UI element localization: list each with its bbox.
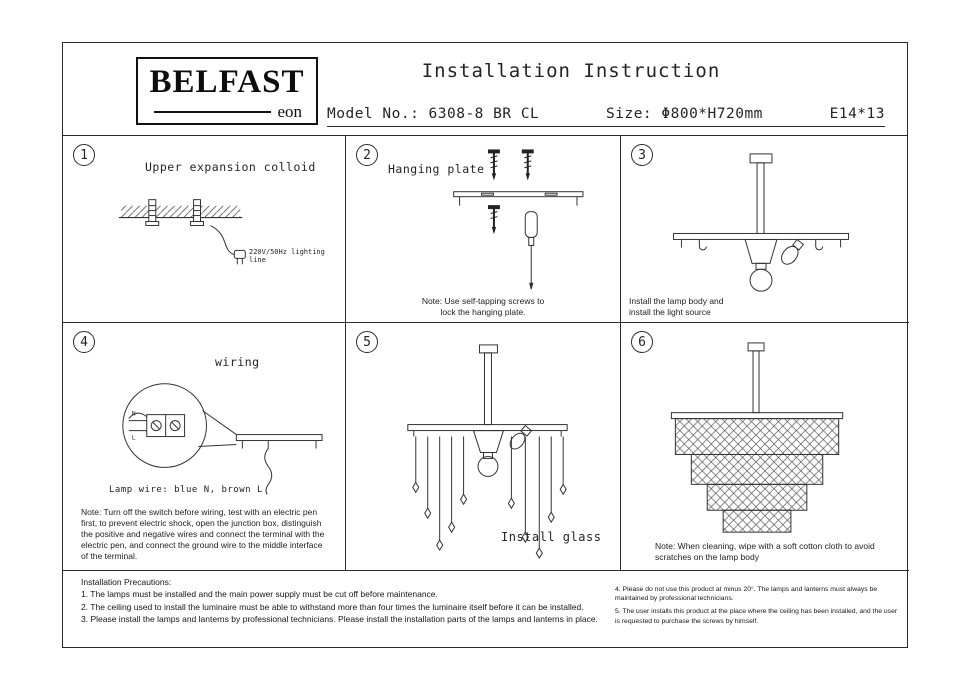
brand-sub: eon — [277, 102, 302, 121]
precautions-left: Installation Precautions: 1. The lamps m… — [81, 576, 615, 625]
step-title: Upper expansion colloid — [145, 160, 316, 174]
brand-name: BELFAST — [149, 64, 305, 100]
step-note: Note: Use self-tapping screws to lock th… — [421, 296, 545, 317]
wire-n-label: N — [132, 410, 136, 418]
install-glass-diagram — [407, 344, 568, 560]
logo-line — [154, 110, 272, 113]
precaution-item: 3. Please install the lamps and lanterns… — [81, 613, 598, 624]
step-panel-6: 6 Note: When cleaning, wipe with a soft … — [621, 323, 909, 571]
step-note: Install the lamp body and install the li… — [629, 296, 724, 317]
precaution-item: 5. The user installs this product at the… — [615, 608, 898, 625]
spec-row: Model No.: 6308-8 BR CL Size: Φ800*H720m… — [327, 106, 885, 127]
page-title: Installation Instruction — [421, 60, 721, 82]
precautions-title: Installation Precautions: — [81, 577, 172, 587]
step-title: Install glass — [501, 530, 602, 544]
model-number: Model No.: 6308-8 BR CL — [327, 106, 540, 122]
precautions-right: 4. Please do not use this product at min… — [615, 585, 900, 630]
step-panel-3: 3 Install the lamp body and install the … — [621, 136, 909, 323]
step-title: wiring — [215, 355, 260, 369]
wire-caption: Lamp wire: blue N, brown L — [109, 485, 263, 495]
document-frame: BELFAST eon Installation Instruction Mod… — [62, 42, 909, 649]
step-number-badge: 4 — [73, 331, 95, 353]
step-note: Note: When cleaning, wipe with a soft co… — [655, 541, 875, 562]
step-panel-5: 5 Install glass — [346, 323, 621, 571]
step-number-badge: 3 — [631, 144, 653, 166]
step-note: Note: Turn off the switch before wiring,… — [81, 507, 325, 561]
logo-underline: eon — [154, 103, 302, 120]
lamp-body-diagram — [672, 153, 850, 292]
wire-l-label: L — [132, 434, 136, 442]
step-number-badge: 6 — [631, 331, 653, 353]
step-panel-1: 1 Upper expansion colloid 220V/50Hz ligh… — [63, 136, 346, 323]
step-title: Hanging plate — [388, 162, 485, 176]
wire-label: 220V/50Hz lighting line — [249, 248, 325, 264]
step-panel-4: N L 4 wiring Lamp wire: blue N, brown L … — [63, 323, 346, 571]
step-panel-2: 2 Hanging plate Note: Use self-tapping s… — [346, 136, 621, 323]
expansion-anchor-diagram — [118, 199, 246, 265]
brand-logo: BELFAST eon — [136, 57, 318, 125]
header: BELFAST eon Installation Instruction Mod… — [63, 43, 907, 136]
step-number-badge: 2 — [356, 144, 378, 166]
step-number-badge: 1 — [73, 144, 95, 166]
hanging-plate-diagram — [453, 149, 584, 290]
size-spec: Size: Φ800*H720mm — [606, 106, 763, 122]
wiring-diagram: N L — [122, 383, 323, 495]
bulb-spec: E14*13 — [829, 106, 885, 122]
precaution-item: 2. The ceiling used to install the lumin… — [81, 601, 584, 612]
chandelier-diagram — [670, 342, 844, 533]
step-number-badge: 5 — [356, 331, 378, 353]
precautions-section: Installation Precautions: 1. The lamps m… — [63, 571, 909, 649]
precaution-item: 1. The lamps must be installed and the m… — [81, 589, 438, 600]
precaution-item: 4. Please do not use this product at min… — [615, 586, 878, 603]
